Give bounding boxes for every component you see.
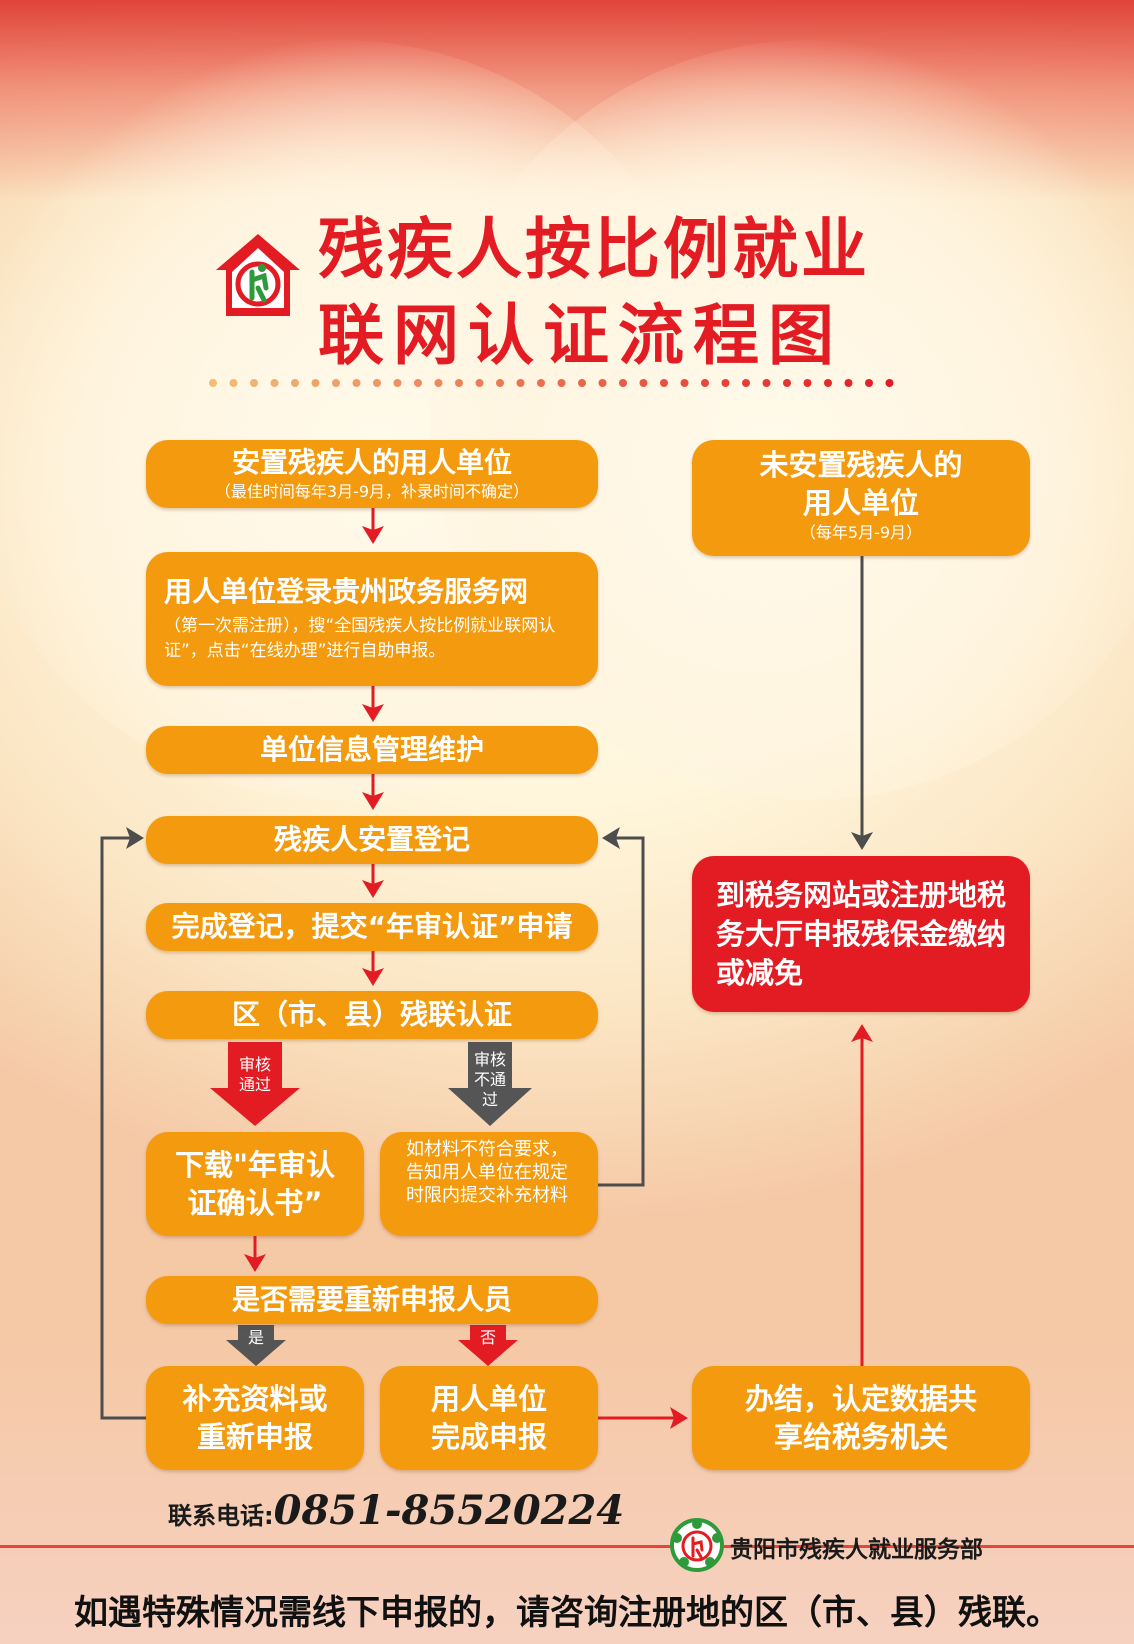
box-finish-share: 办结，认定数据共享给税务机关 — [692, 1366, 1030, 1470]
divider-dot — [475, 379, 484, 387]
box-info-maintain-main: 单位信息管理维护 — [259, 733, 484, 766]
box-district-cert-main: 区（市、县）残联认证 — [231, 998, 512, 1031]
divider-dot — [824, 379, 832, 387]
box-info-maintain: 单位信息管理维护 — [146, 726, 598, 774]
title-line-1: 残疾人按比例就业 — [318, 211, 870, 288]
offline-notice: 如遇特殊情况需线下申报的，请咨询注册地的区（市、县）残联。 — [74, 1593, 1060, 1633]
box-redeclare-question-main: 是否需要重新申报人员 — [231, 1283, 512, 1316]
divider-dot — [250, 379, 258, 387]
box-finish-share-main: 办结，认定数据共享给税务机关 — [744, 1382, 977, 1454]
box-district-cert: 区（市、县）残联认证 — [146, 991, 598, 1039]
divider-dot — [619, 379, 627, 387]
box-login-sub: （第一次需注册），搜“全国残疾人按比例就业联网认证”，点击“在线办理”进行自助申… — [164, 616, 556, 661]
divider-dot — [557, 379, 566, 387]
box-login-main: 用人单位登录贵州政务服务网 — [164, 575, 529, 608]
divider-dot — [660, 379, 668, 387]
divider-dot — [783, 379, 791, 387]
divider-dot — [578, 379, 586, 387]
divider-dot — [496, 379, 504, 387]
divider-dot — [414, 379, 422, 387]
box-tax-declare-main: 到税务网站或注册地税务大厅申报残保金缴纳或减免 — [716, 878, 1007, 990]
box-redeclare-question: 是否需要重新申报人员 — [146, 1276, 598, 1324]
box-login: 用人单位登录贵州政务服务网 （第一次需注册），搜“全国残疾人按比例就业联网认证”… — [146, 552, 598, 686]
divider-dot — [393, 379, 402, 387]
divider-dot — [680, 379, 689, 387]
approved-arrow — [210, 1042, 300, 1126]
yes-arrow — [226, 1325, 286, 1366]
box-register-main: 残疾人安置登记 — [273, 823, 470, 856]
box-supplement-main: 补充资料或重新申报 — [182, 1382, 328, 1454]
divider-dot — [516, 379, 525, 387]
divider-dot — [352, 379, 361, 387]
title-dotted-divider — [209, 379, 894, 387]
box-complete: 用人单位完成申报 — [380, 1366, 598, 1470]
divider-dot — [373, 379, 381, 387]
box-complete-main: 用人单位完成申报 — [430, 1382, 547, 1454]
box-tax-declare: 到税务网站或注册地税务大厅申报残保金缴纳或减免 — [692, 856, 1030, 1012]
tag-approved: 审核通过 — [238, 1055, 271, 1094]
box-download-main: 下载"年审认证确认书” — [174, 1148, 336, 1220]
divider-dot — [742, 379, 750, 387]
divider-dot — [865, 379, 873, 387]
divider-dot — [762, 379, 771, 387]
box-download: 下载"年审认证确认书” — [146, 1132, 364, 1236]
divider-dot — [229, 379, 238, 387]
phone-number: 0851-85520224 — [273, 1487, 625, 1534]
contact-phone: 联系电话:0851-85520224 — [168, 1487, 624, 1534]
box-reject-note: 如材料不符合要求，告知用人单位在规定时限内提交补充材料 — [380, 1132, 598, 1236]
box-submit: 完成登记，提交“年审认证”申请 — [146, 903, 598, 951]
divider-dot — [721, 379, 730, 387]
divider-dot — [639, 379, 648, 387]
box-employer-placed-sub: （最佳时间每年3月-9月，补录时间不确定） — [214, 482, 530, 501]
box-reject-note-main: 如材料不符合要求，告知用人单位在规定时限内提交补充材料 — [406, 1139, 568, 1206]
box-employer-placed-main: 安置残疾人的用人单位 — [231, 446, 512, 479]
box-submit-main: 完成登记，提交“年审认证”申请 — [171, 910, 573, 943]
box-register: 残疾人安置登记 — [146, 816, 598, 864]
box-employer-not-placed-sub: （每年5月-9月） — [799, 523, 923, 542]
disabled-persons-federation-logo-icon — [216, 234, 300, 316]
tag-rejected: 审核不通过 — [473, 1050, 506, 1109]
rejected-arrow — [448, 1042, 532, 1126]
divider-dot — [209, 379, 217, 387]
divider-dot — [311, 379, 320, 387]
box-employer-not-placed-main: 未安置残疾人的用人单位 — [759, 448, 963, 520]
divider-dot — [291, 379, 299, 387]
no-arrow — [458, 1325, 518, 1366]
divider-dot — [270, 379, 279, 387]
divider-dot — [455, 379, 463, 387]
divider-dot — [844, 379, 853, 387]
divider-dot — [701, 379, 709, 387]
footer-divider — [0, 1545, 1134, 1548]
divider-dot — [598, 379, 607, 387]
divider-dot — [332, 379, 340, 387]
divider-dot — [885, 379, 894, 387]
divider-dot — [537, 379, 545, 387]
phone-label: 联系电话: — [168, 1502, 274, 1530]
box-employer-not-placed: 未安置残疾人的用人单位 （每年5月-9月） — [692, 440, 1030, 556]
organization-name: 贵阳市残疾人就业服务部 — [730, 1537, 983, 1563]
box-employer-placed: 安置残疾人的用人单位 （最佳时间每年3月-9月，补录时间不确定） — [146, 440, 598, 508]
divider-dot — [803, 379, 812, 387]
box-supplement: 补充资料或重新申报 — [146, 1366, 364, 1470]
org-logo-icon — [670, 1518, 724, 1572]
tag-yes: 是 — [247, 1328, 264, 1347]
title-line-2: 联网认证流程图 — [318, 297, 843, 374]
tag-no: 否 — [479, 1328, 496, 1347]
divider-dot — [434, 379, 443, 387]
